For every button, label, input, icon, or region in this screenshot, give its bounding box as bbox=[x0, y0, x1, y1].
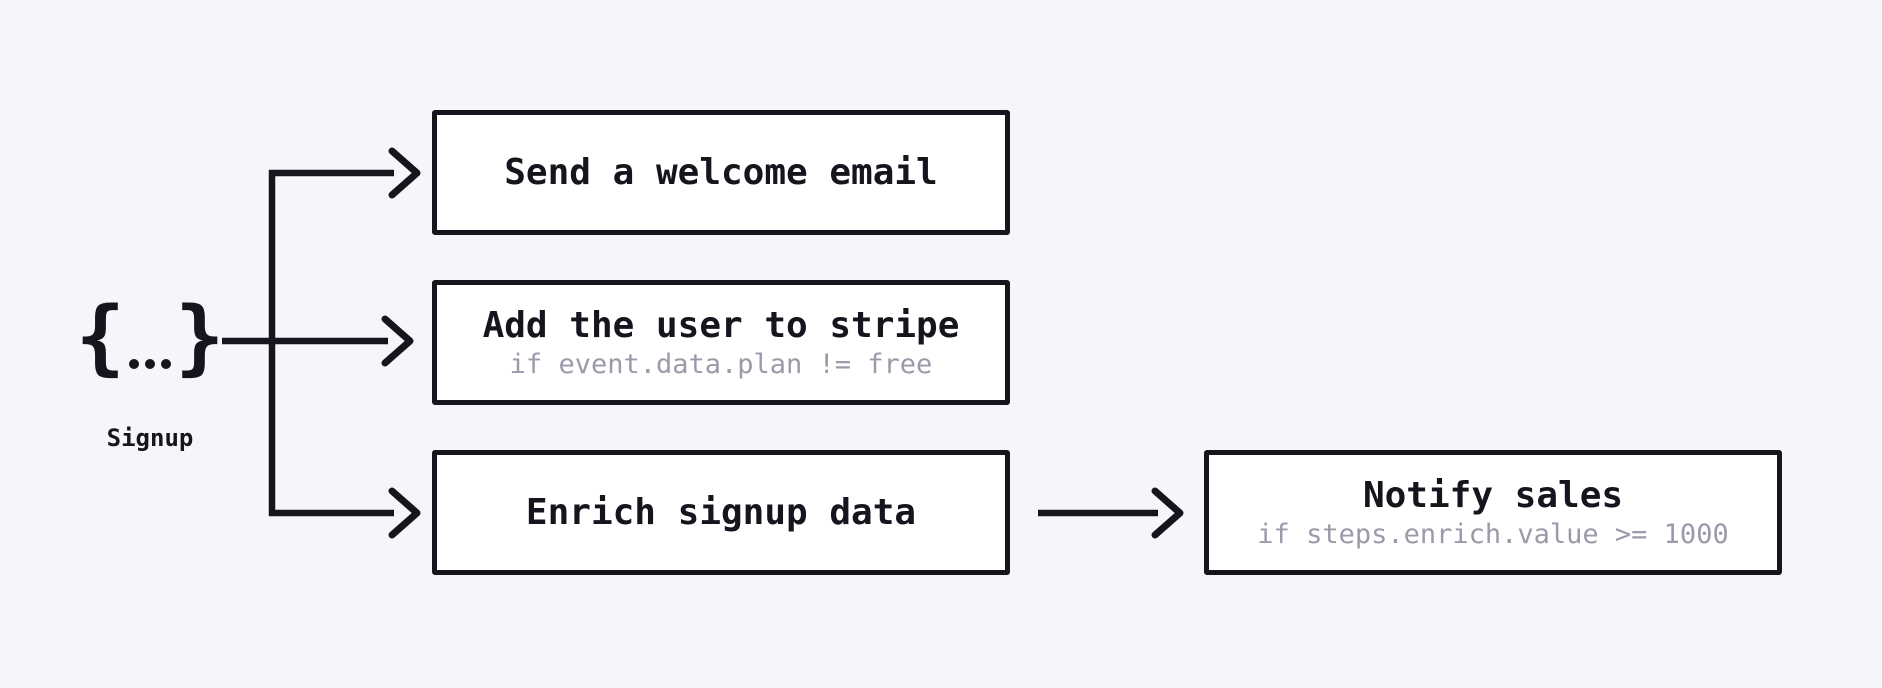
arrowhead-notify-sales-icon bbox=[1151, 487, 1184, 539]
event-braces-icon: { } bbox=[60, 296, 240, 388]
right-brace-glyph: } bbox=[175, 290, 225, 385]
step-title: Add the user to stripe bbox=[482, 304, 960, 346]
step-node-add-user-to-stripe: Add the user to stripe if event.data.pla… bbox=[432, 280, 1010, 405]
step-condition: if steps.enrich.value >= 1000 bbox=[1257, 519, 1729, 551]
arrowhead-welcome-email-icon bbox=[388, 147, 421, 199]
ellipsis-dots-icon bbox=[129, 359, 171, 369]
arrow-fanout-elbow bbox=[268, 169, 394, 517]
step-title: Notify sales bbox=[1362, 474, 1624, 516]
step-title: Enrich signup data bbox=[525, 491, 917, 533]
step-node-enrich-signup-data: Enrich signup data bbox=[432, 450, 1010, 575]
event-label: Signup bbox=[106, 424, 194, 452]
arrowhead-stripe-icon bbox=[381, 315, 414, 367]
step-title: Send a welcome email bbox=[504, 151, 938, 193]
arrowhead-enrich-icon bbox=[388, 487, 421, 539]
step-condition: if event.data.plan != free bbox=[509, 349, 933, 381]
step-node-send-welcome-email: Send a welcome email bbox=[432, 110, 1010, 235]
step-node-notify-sales: Notify sales if steps.enrich.value >= 10… bbox=[1204, 450, 1782, 575]
left-brace-glyph: { bbox=[75, 290, 125, 385]
